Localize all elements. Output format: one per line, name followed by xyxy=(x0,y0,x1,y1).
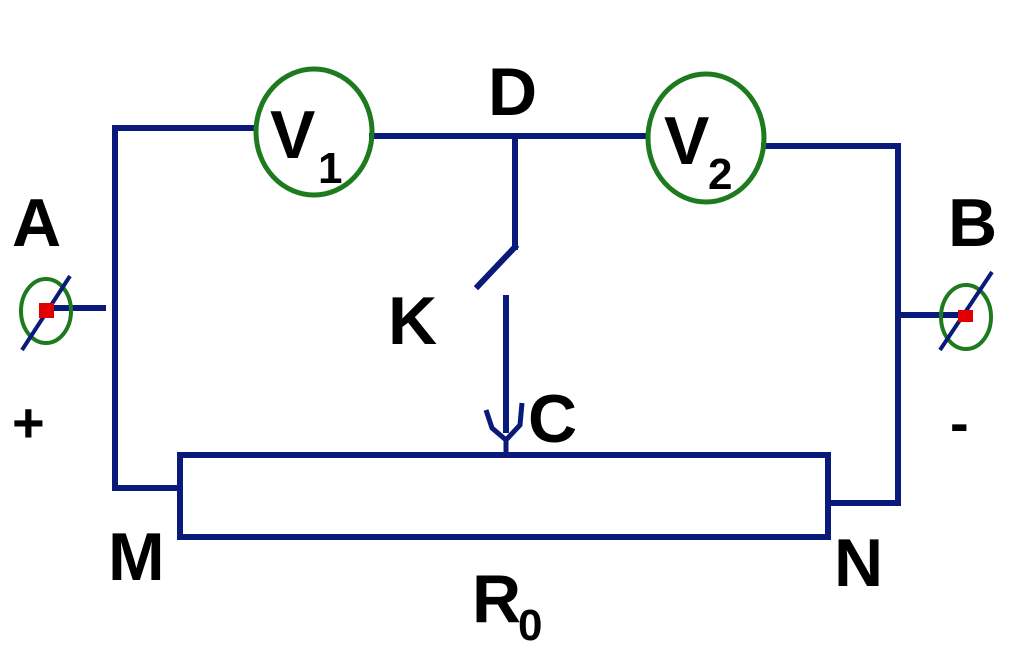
label-n: N xyxy=(834,525,883,601)
terminal-b-ring xyxy=(939,283,993,351)
wire-right-loop xyxy=(761,143,901,506)
resistor-letter: R xyxy=(472,561,521,637)
switch-blade xyxy=(473,242,520,291)
wire-left-loop xyxy=(112,125,258,491)
label-plus: + xyxy=(12,391,45,454)
circuit-wires xyxy=(43,125,969,506)
label-d: D xyxy=(488,54,537,130)
label-a: A xyxy=(12,185,61,261)
label-c: C xyxy=(528,381,577,457)
voltmeter-2-index: 2 xyxy=(708,150,732,199)
voltmeter-1-letter: V xyxy=(270,97,315,173)
resistor-icon xyxy=(177,452,831,540)
terminal-a-dot xyxy=(39,303,54,318)
voltmeter-2-letter: V xyxy=(664,103,709,179)
slider-arrow-left xyxy=(483,409,508,442)
label-b: B xyxy=(948,185,997,261)
terminal-a-ring xyxy=(19,277,73,345)
terminal-b-icon xyxy=(938,270,994,352)
terminal-a-icon xyxy=(19,274,73,352)
voltmeter-1-index: 1 xyxy=(318,144,342,193)
resistor-index: 0 xyxy=(518,601,542,648)
terminal-b-dot xyxy=(958,310,973,322)
label-m: M xyxy=(108,519,165,595)
voltmeter-1-icon xyxy=(253,66,375,198)
label-k: K xyxy=(388,283,437,359)
label-minus: - xyxy=(950,391,969,454)
voltmeter-2-icon xyxy=(645,71,767,205)
slider-arrow-right xyxy=(504,402,525,442)
